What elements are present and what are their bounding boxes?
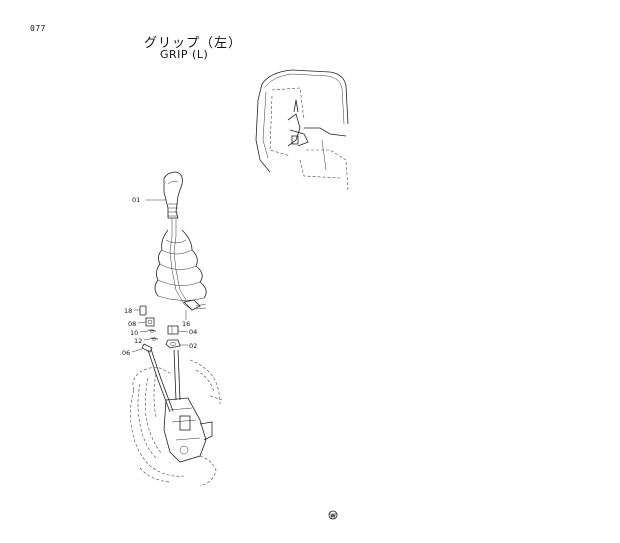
part-label-06: 06 (122, 349, 130, 357)
part-label-04: 04 (189, 328, 197, 336)
title-english: GRIP (L) (160, 48, 209, 61)
cab-thumbnail (255, 69, 349, 191)
leader-lines (131, 199, 189, 353)
console-outline (130, 359, 223, 487)
part-label-08: 08 (128, 320, 136, 328)
part-label-18: 18 (124, 307, 132, 315)
small-parts (139, 305, 181, 413)
title-japanese: グリップ（左） (144, 36, 243, 51)
part-label-12: 12 (134, 337, 142, 345)
part-labels: 01 16 18 08 04 10 12 02 06 (122, 196, 197, 357)
footer-mark: W (328, 510, 338, 520)
part-label-02: 02 (189, 342, 197, 350)
part-label-16: 16 (182, 320, 190, 328)
part-label-01: 01 (132, 196, 140, 204)
page-number: 077 (30, 24, 46, 33)
footer-mark-letter: W (330, 513, 336, 519)
connector (183, 299, 207, 311)
rubber-boot (154, 229, 207, 301)
grip-handle (163, 171, 193, 311)
part-label-10: 10 (130, 329, 138, 337)
